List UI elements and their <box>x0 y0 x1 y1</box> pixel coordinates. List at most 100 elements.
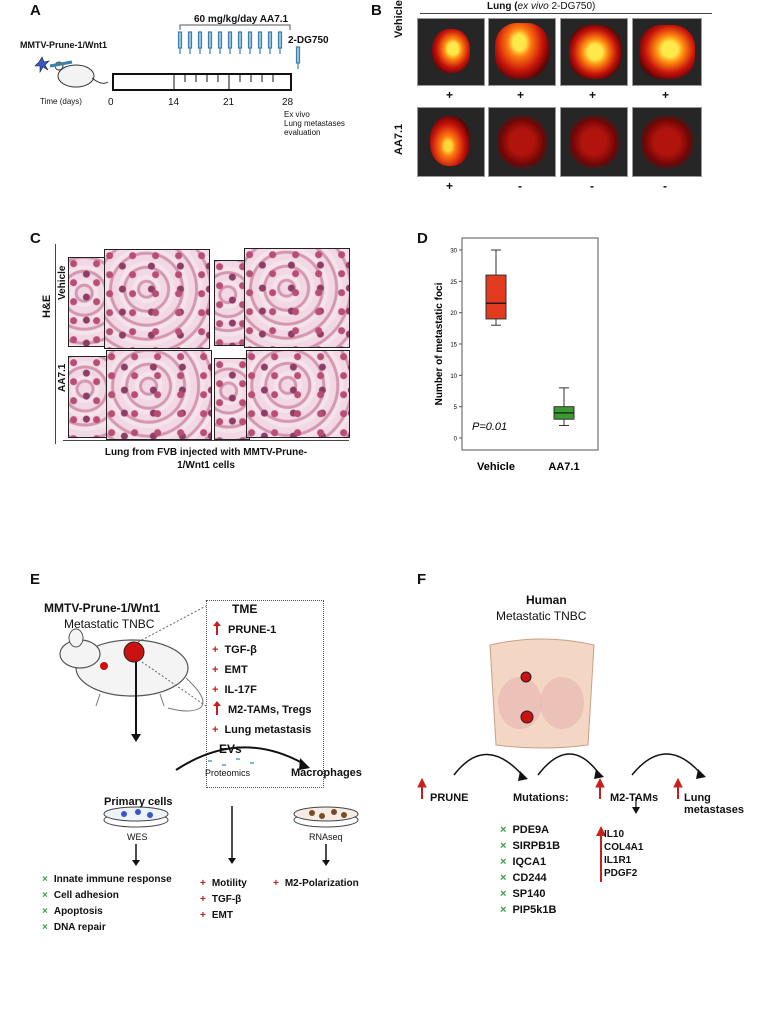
tme-item: M2-TAMs, Tregs <box>212 700 312 720</box>
tme-item: +TGF-β <box>212 640 312 660</box>
panel-f-diagram <box>417 638 706 814</box>
mutation-item: × PDE9A <box>500 822 560 838</box>
mutation-item-label: IQCA1 <box>512 856 547 868</box>
x-category-label: AA7.1 <box>548 461 579 473</box>
wes-result: ×Apoptosis <box>42 904 172 920</box>
x-mark-icon: × <box>500 904 507 916</box>
box-series <box>485 249 575 426</box>
y-tick-label: 0 <box>454 437 458 443</box>
mutation-item-label: SP140 <box>512 888 546 900</box>
wes-result: ×DNA repair <box>42 920 172 936</box>
human-title: Human <box>526 593 567 607</box>
caption-line: 1/Wnt1 cells <box>177 460 235 471</box>
histology-image <box>106 350 212 440</box>
imaging-tile <box>488 18 556 86</box>
histology-image <box>244 248 350 348</box>
y-tick-label: 15 <box>450 343 457 349</box>
tme-item-label: IL-17F <box>224 684 257 696</box>
tick-label-21: 21 <box>223 97 235 108</box>
proteomics-result-label: EMT <box>211 910 233 921</box>
row-label-vehicle: Vehicle <box>57 265 68 300</box>
evaluation-line: evaluation <box>284 128 321 137</box>
mutations-label: Mutations: <box>513 792 569 804</box>
evaluation-line: Lung metastases <box>284 119 345 128</box>
mutation-item: ×IQCA1 <box>500 854 560 870</box>
panel-letter-d: D <box>417 230 428 247</box>
base-rule <box>63 440 349 441</box>
up-arrow-icon <box>212 621 222 636</box>
imaging-tile <box>632 18 702 86</box>
tme-title: TME <box>232 602 258 616</box>
mouse-icon <box>54 61 109 88</box>
mutation-item: ×SIRPB1B <box>500 838 560 854</box>
x-mark-icon: × <box>42 874 48 885</box>
timeline-ticks <box>173 74 274 90</box>
mutation-list: ×PDE9A×SIRPB1B×IQCA1×CD244×SP140×PIP5k1B <box>500 822 560 918</box>
histology-image <box>214 260 248 346</box>
panel-b-title: Lung (ex vivo 2-DG750) <box>487 1 595 12</box>
proteomics-label: Proteomics <box>205 768 251 778</box>
plus-icon: + <box>212 724 219 736</box>
evs-label: EVs <box>219 742 242 756</box>
mutation-item-label: SIRPB1B <box>512 840 561 852</box>
timeline-diagram <box>34 24 301 91</box>
up-arrow-icon <box>673 777 683 799</box>
tme-item-label: PRUNE-1 <box>228 624 277 636</box>
imaging-tile <box>417 18 485 86</box>
proteomics-result-label: TGF-β <box>211 894 242 905</box>
row-label-vehicle: Vehicle <box>393 0 405 38</box>
tick-label-14: 14 <box>168 97 180 108</box>
panel-letter-f: F <box>417 571 427 588</box>
y-tick-label: 25 <box>450 280 457 286</box>
plus-icon: + <box>212 644 219 656</box>
bracket-line <box>55 244 56 444</box>
arrowhead <box>518 771 528 781</box>
dose-label: 60 mg/kg/day AA7.1 <box>194 14 289 25</box>
detection-mark: + <box>446 88 454 102</box>
tick-label-28: 28 <box>282 97 294 108</box>
caption-line: Lung from FVB injected with MMTV-Prune- <box>104 447 308 458</box>
x-category-label: Vehicle <box>477 461 515 473</box>
detection-mark: - <box>590 179 594 193</box>
histology-image <box>246 350 350 438</box>
human-torso-illustration <box>489 638 595 749</box>
box-vehicle <box>485 249 507 326</box>
injected-cells-icon <box>34 56 50 74</box>
row-label-aa71: AA7.1 <box>393 123 405 155</box>
tumor-icon <box>123 641 145 663</box>
tme-item-label: M2-TAMs, Tregs <box>228 704 312 716</box>
wes-result-label: Innate immune response <box>53 874 172 885</box>
curved-arrow <box>631 753 703 776</box>
mutation-item-label: CD244 <box>512 872 547 884</box>
x-mark-icon: × <box>500 824 507 836</box>
arrowhead <box>594 769 604 779</box>
rnaseq-label: RNAseq <box>309 832 343 842</box>
syringe-icons <box>177 31 283 54</box>
plot-frame <box>461 237 599 451</box>
wes-label: WES <box>127 832 148 842</box>
panel-c-caption: Lung from FVB injected with MMTV-Prune- … <box>63 446 349 472</box>
x-mark-icon: × <box>500 872 507 884</box>
rnaseq-result: + M2-Polarization <box>273 876 359 892</box>
detection-mark: + <box>446 179 454 193</box>
mutation-item: ×SP140 <box>500 886 560 902</box>
plus-icon: + <box>273 878 279 889</box>
proteomics-result-label: Motility <box>211 878 247 889</box>
plus-icon: + <box>200 894 206 905</box>
curved-arrow <box>537 753 601 776</box>
p-value-annotation: P=0.01 <box>472 421 507 433</box>
timeline-bar <box>112 73 292 91</box>
model-label: MMTV-Prune-1/Wnt1 <box>20 40 107 50</box>
row-label-aa71: AA7.1 <box>57 363 68 392</box>
imaging-tile <box>560 18 628 86</box>
rnaseq-result-label: M2-Polarization <box>284 878 359 889</box>
panel-letter-b: B <box>371 2 382 19</box>
detection-mark: - <box>518 179 522 193</box>
title-part: Lung ( <box>487 1 518 12</box>
m2-tams-label: M2-TAMs <box>610 792 659 804</box>
mutation-item-label: PDE9A <box>512 824 550 836</box>
tick-label-0: 0 <box>108 97 114 108</box>
panel-letter-a: A <box>30 2 41 19</box>
tme-item: +IL-17F <box>212 680 312 700</box>
